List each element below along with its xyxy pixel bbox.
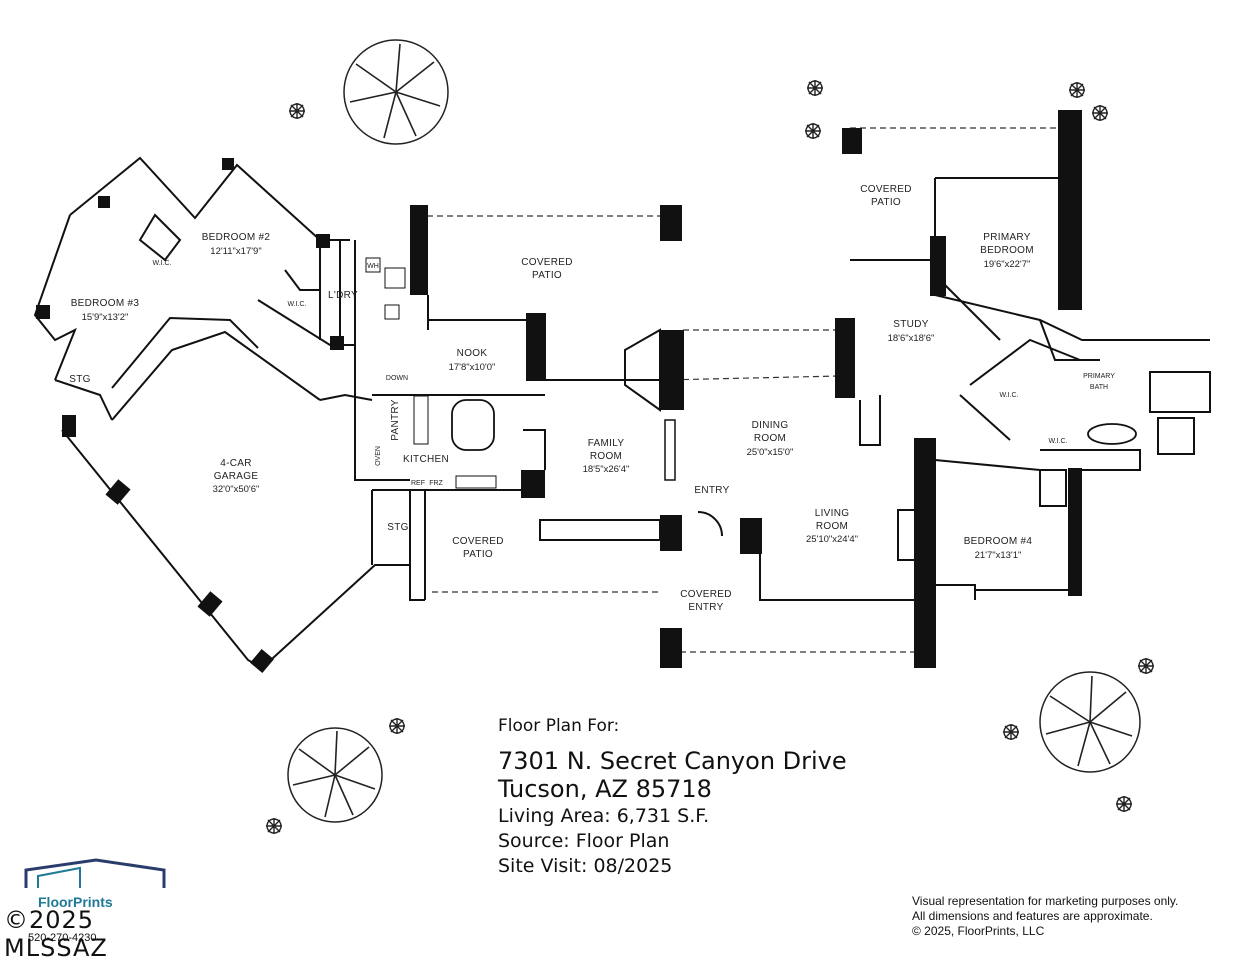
bedroom4-dim: 21'7"x13'1" (975, 550, 1022, 561)
patio-label: COVERED (452, 536, 504, 547)
patio-label: COVERED (521, 257, 573, 268)
primary-bath-label: PRIMARY (1083, 373, 1115, 380)
storage-label: STG (69, 374, 90, 385)
pantry-label: PANTRY (390, 399, 401, 440)
wic-label: W.I.C. (152, 260, 171, 267)
room-labels: BEDROOM #2 12'11"x17'9" BEDROOM #3 15'9"… (69, 184, 1115, 613)
garage-dim: 32'0"x50'6" (213, 484, 260, 495)
frz-label: FRZ (429, 480, 443, 487)
bedroom2-label: BEDROOM #2 (202, 232, 271, 243)
garage-label: GARAGE (214, 471, 259, 482)
primary-bedroom-label: BEDROOM (980, 245, 1034, 256)
laundry-label: L'DRY (328, 290, 358, 301)
copyright-watermark: ©2025 MLSSAZ (4, 906, 108, 962)
shrub-icon (266, 80, 1154, 834)
bedroom4-label: BEDROOM #4 (964, 536, 1033, 547)
central-walls (372, 205, 915, 668)
floorprints-logo: FloorPrints ©2025 MLSSAZ 520-270-4230 (4, 858, 180, 962)
primary-bedroom-dim: 19'6"x22'7" (984, 259, 1031, 270)
stairs-down-label: DOWN (386, 375, 408, 382)
garage-label: 4-CAR (220, 458, 252, 469)
primary-bath-label: BATH (1090, 384, 1108, 391)
study-dim: 18'6"x18'6" (888, 333, 935, 344)
ref-label: REF (411, 480, 425, 487)
living-room-label: LIVING (815, 508, 850, 519)
wic-label: W.I.C. (287, 301, 306, 308)
phone-number: 520-270-4230 (28, 932, 97, 944)
brand-name: FloorPrints (38, 894, 113, 910)
source: Source: Floor Plan (498, 830, 670, 852)
family-room-dim: 18'5"x26'4" (583, 464, 630, 475)
patio-label: PATIO (871, 197, 901, 208)
oven-label: OVEN (375, 446, 382, 466)
storage-label: STG (387, 522, 408, 533)
floor-plan-intro: Floor Plan For: (498, 716, 620, 736)
disclaimer-line: Visual representation for marketing purp… (912, 894, 1179, 908)
copyright-line: © 2025, FloorPrints, LLC (912, 924, 1045, 938)
water-heater-label: WH (367, 263, 379, 270)
dining-room-label: ROOM (754, 433, 786, 444)
dining-room-label: DINING (752, 420, 789, 431)
disclaimer: Visual representation for marketing purp… (912, 894, 1178, 939)
address-line2: Tucson, AZ 85718 (498, 775, 712, 803)
bedroom3-label: BEDROOM #3 (71, 298, 140, 309)
primary-bedroom-label: PRIMARY (983, 232, 1031, 243)
nook-label: NOOK (457, 348, 488, 359)
west-wing-walls (33, 156, 410, 481)
tree-icon (287, 727, 383, 823)
patio-label: PATIO (463, 549, 493, 560)
dining-room-dim: 25'0"x15'0" (747, 447, 794, 458)
tree-icon (343, 39, 449, 145)
covered-entry-label: COVERED (680, 589, 732, 600)
living-room-label: ROOM (816, 521, 848, 532)
patio-label: COVERED (860, 184, 912, 195)
address-line1: 7301 N. Secret Canyon Drive (498, 747, 847, 775)
disclaimer-line: All dimensions and features are approxim… (912, 909, 1153, 923)
covered-entry-label: ENTRY (688, 602, 723, 613)
living-area: Living Area: 6,731 S.F. (498, 805, 710, 827)
family-room-label: ROOM (590, 451, 622, 462)
entry-label: ENTRY (694, 485, 729, 496)
bedroom2-dim: 12'11"x17'9" (210, 246, 261, 257)
wic-label: W.I.C. (1048, 438, 1067, 445)
bedroom3-dim: 15'9"x13'2" (82, 312, 129, 323)
kitchen-label: KITCHEN (403, 454, 449, 465)
site-visit: Site Visit: 08/2025 (498, 855, 673, 877)
east-wing-walls (835, 110, 1211, 668)
family-room-label: FAMILY (588, 438, 625, 449)
tree-icon (1039, 671, 1141, 773)
wic-label: W.I.C. (999, 392, 1018, 399)
patio-label: PATIO (532, 270, 562, 281)
house-roof-icon (24, 858, 166, 888)
nook-dim: 17'8"x10'0" (449, 362, 496, 373)
study-label: STUDY (893, 319, 928, 330)
patio-outlines (427, 127, 1058, 653)
living-room-dim: 25'10"x24'4" (806, 534, 858, 545)
property-info: Floor Plan For: 7301 N. Secret Canyon Dr… (498, 718, 847, 876)
